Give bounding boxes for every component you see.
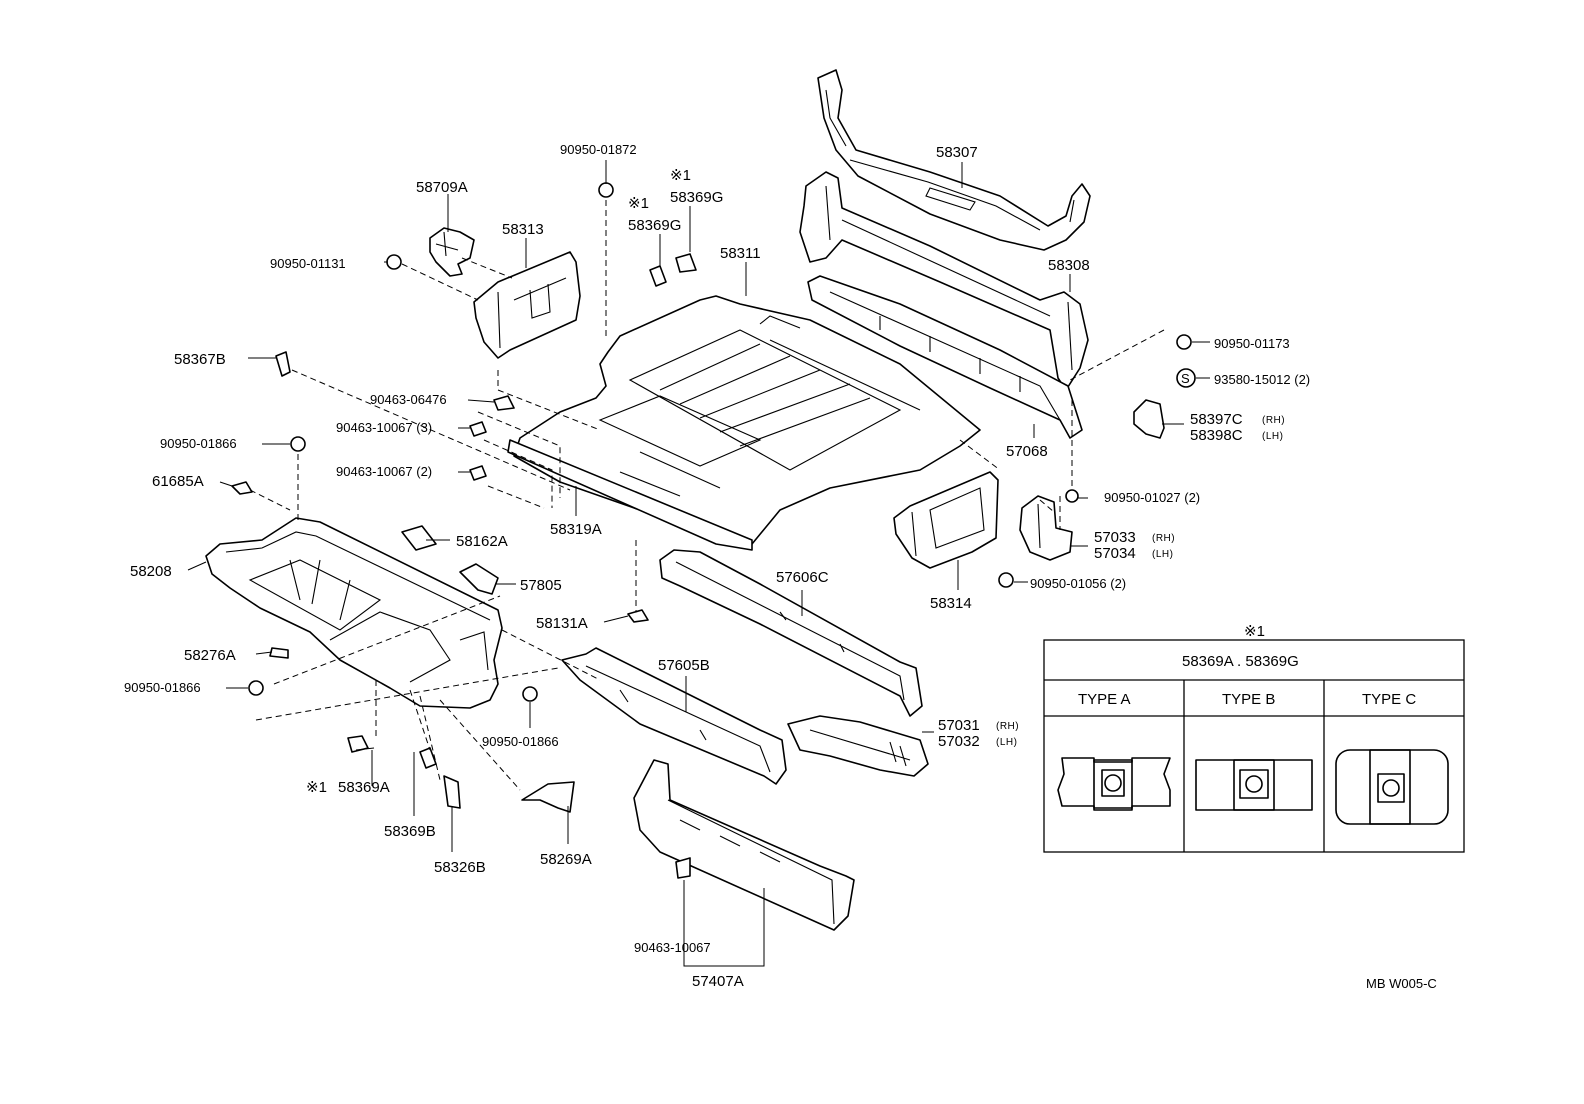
label-58319A: 58319A (550, 521, 602, 538)
label-58131A: 58131A (536, 615, 588, 632)
label-rh-57033: (RH) (1152, 533, 1175, 544)
label-58208: 58208 (130, 563, 172, 580)
type-a-clip-shape (1057, 757, 1171, 811)
label-90950-01866-a: 90950-01866 (160, 436, 237, 451)
part-58314-bracket-drawing (893, 471, 999, 569)
label-58709A: 58709A (416, 179, 468, 196)
label-58397C: 58397C (1190, 411, 1243, 428)
label-58269A: 58269A (540, 851, 592, 868)
diagram-code: MB W005-C (1366, 976, 1437, 991)
label-58311: 58311 (720, 245, 761, 262)
note-table-mark: ※1 (1244, 623, 1265, 640)
label-90463-06476: 90463-06476 (370, 392, 447, 407)
type-c-clip-shape (1335, 749, 1449, 825)
part-58208-pan-drawing (205, 517, 503, 709)
part-57031-rail-extension-drawing (787, 715, 929, 777)
small-parts-drawing (231, 182, 1196, 879)
part-57407A-rocker-drawing (633, 759, 855, 931)
label-lh-58398C: (LH) (1262, 431, 1283, 442)
label-rh-57031: (RH) (996, 721, 1019, 732)
label-58369G-b: 58369G (670, 189, 723, 206)
label-s-mark: S (1181, 371, 1190, 386)
label-58308: 58308 (1048, 257, 1090, 274)
label-58369A: 58369A (338, 779, 390, 796)
label-90950-01131: 90950-01131 (270, 256, 346, 271)
part-58709A-drawing (429, 227, 475, 277)
label-57805: 57805 (520, 577, 562, 594)
note-mark-b: ※1 (670, 167, 691, 184)
label-57606C: 57606C (776, 569, 829, 586)
note-mark-c: ※1 (306, 779, 327, 796)
label-58369G-a: 58369G (628, 217, 681, 234)
label-90463-10067-2: 90463-10067 (2) (336, 464, 432, 479)
type-b-clip-shape (1195, 759, 1313, 811)
label-57605B: 57605B (658, 657, 710, 674)
part-57068-crossmember-drawing (807, 275, 1083, 439)
label-90950-01866-b: 90950-01866 (124, 680, 201, 695)
note-table-header: 58369A . 58369G (1182, 653, 1299, 670)
leader-lines (187, 160, 1210, 967)
part-57033-bracket-drawing (1019, 495, 1073, 561)
label-57031: 57031 (938, 717, 980, 734)
label-57068: 57068 (1006, 443, 1048, 460)
label-58307: 58307 (936, 144, 978, 161)
label-90950-01872: 90950-01872 (560, 142, 637, 157)
label-58314: 58314 (930, 595, 972, 612)
label-90950-01056: 90950-01056 (2) (1030, 576, 1126, 591)
label-lh-57034: (LH) (1152, 549, 1173, 560)
part-57605B-rail-drawing (561, 647, 787, 785)
part-58307-crossmember-drawing (817, 69, 1091, 251)
part-labels: 58307 58308 58311 58313 58709A 90950-018… (124, 142, 1437, 991)
label-57034: 57034 (1094, 545, 1136, 562)
label-93580-15012: 93580-15012 (2) (1214, 372, 1310, 387)
label-90950-01027: 90950-01027 (2) (1104, 490, 1200, 505)
note-table-col-type-c: TYPE C (1362, 691, 1416, 708)
note-table: ※1 58369A . 58369G TYPE A TYPE B TYPE C (1043, 623, 1465, 853)
label-57033: 57033 (1094, 529, 1136, 546)
dashed-guide-lines (249, 200, 1165, 791)
note-table-col-type-a: TYPE A (1078, 691, 1131, 708)
label-58367B: 58367B (174, 351, 226, 368)
label-58398C: 58398C (1190, 427, 1243, 444)
note-table-col-type-b: TYPE B (1222, 691, 1275, 708)
label-57407A: 57407A (692, 973, 744, 990)
part-58308-crossmember-drawing (799, 171, 1089, 391)
part-58397C-bracket-drawing (1133, 399, 1165, 439)
label-61685A: 61685A (152, 473, 204, 490)
label-58369B: 58369B (384, 823, 436, 840)
part-57606C-rail-drawing (659, 549, 923, 717)
label-lh-57032: (LH) (996, 737, 1017, 748)
label-58326B: 58326B (434, 859, 486, 876)
label-58313: 58313 (502, 221, 544, 238)
s-mark-circle (1176, 368, 1196, 388)
label-rh-58397C: (RH) (1262, 415, 1285, 426)
label-90950-01173: 90950-01173 (1214, 336, 1290, 351)
label-90950-01866-c: 90950-01866 (482, 734, 559, 749)
part-58311-floor-pan-drawing (507, 295, 981, 551)
label-58276A: 58276A (184, 647, 236, 664)
note-mark-a: ※1 (628, 195, 649, 212)
part-58313-bracket-drawing (473, 251, 581, 359)
label-90463-10067-3: 90463-10067 (3) (336, 420, 432, 435)
label-58162A: 58162A (456, 533, 508, 550)
label-90463-10067: 90463-10067 (634, 940, 711, 955)
label-57032: 57032 (938, 733, 980, 750)
